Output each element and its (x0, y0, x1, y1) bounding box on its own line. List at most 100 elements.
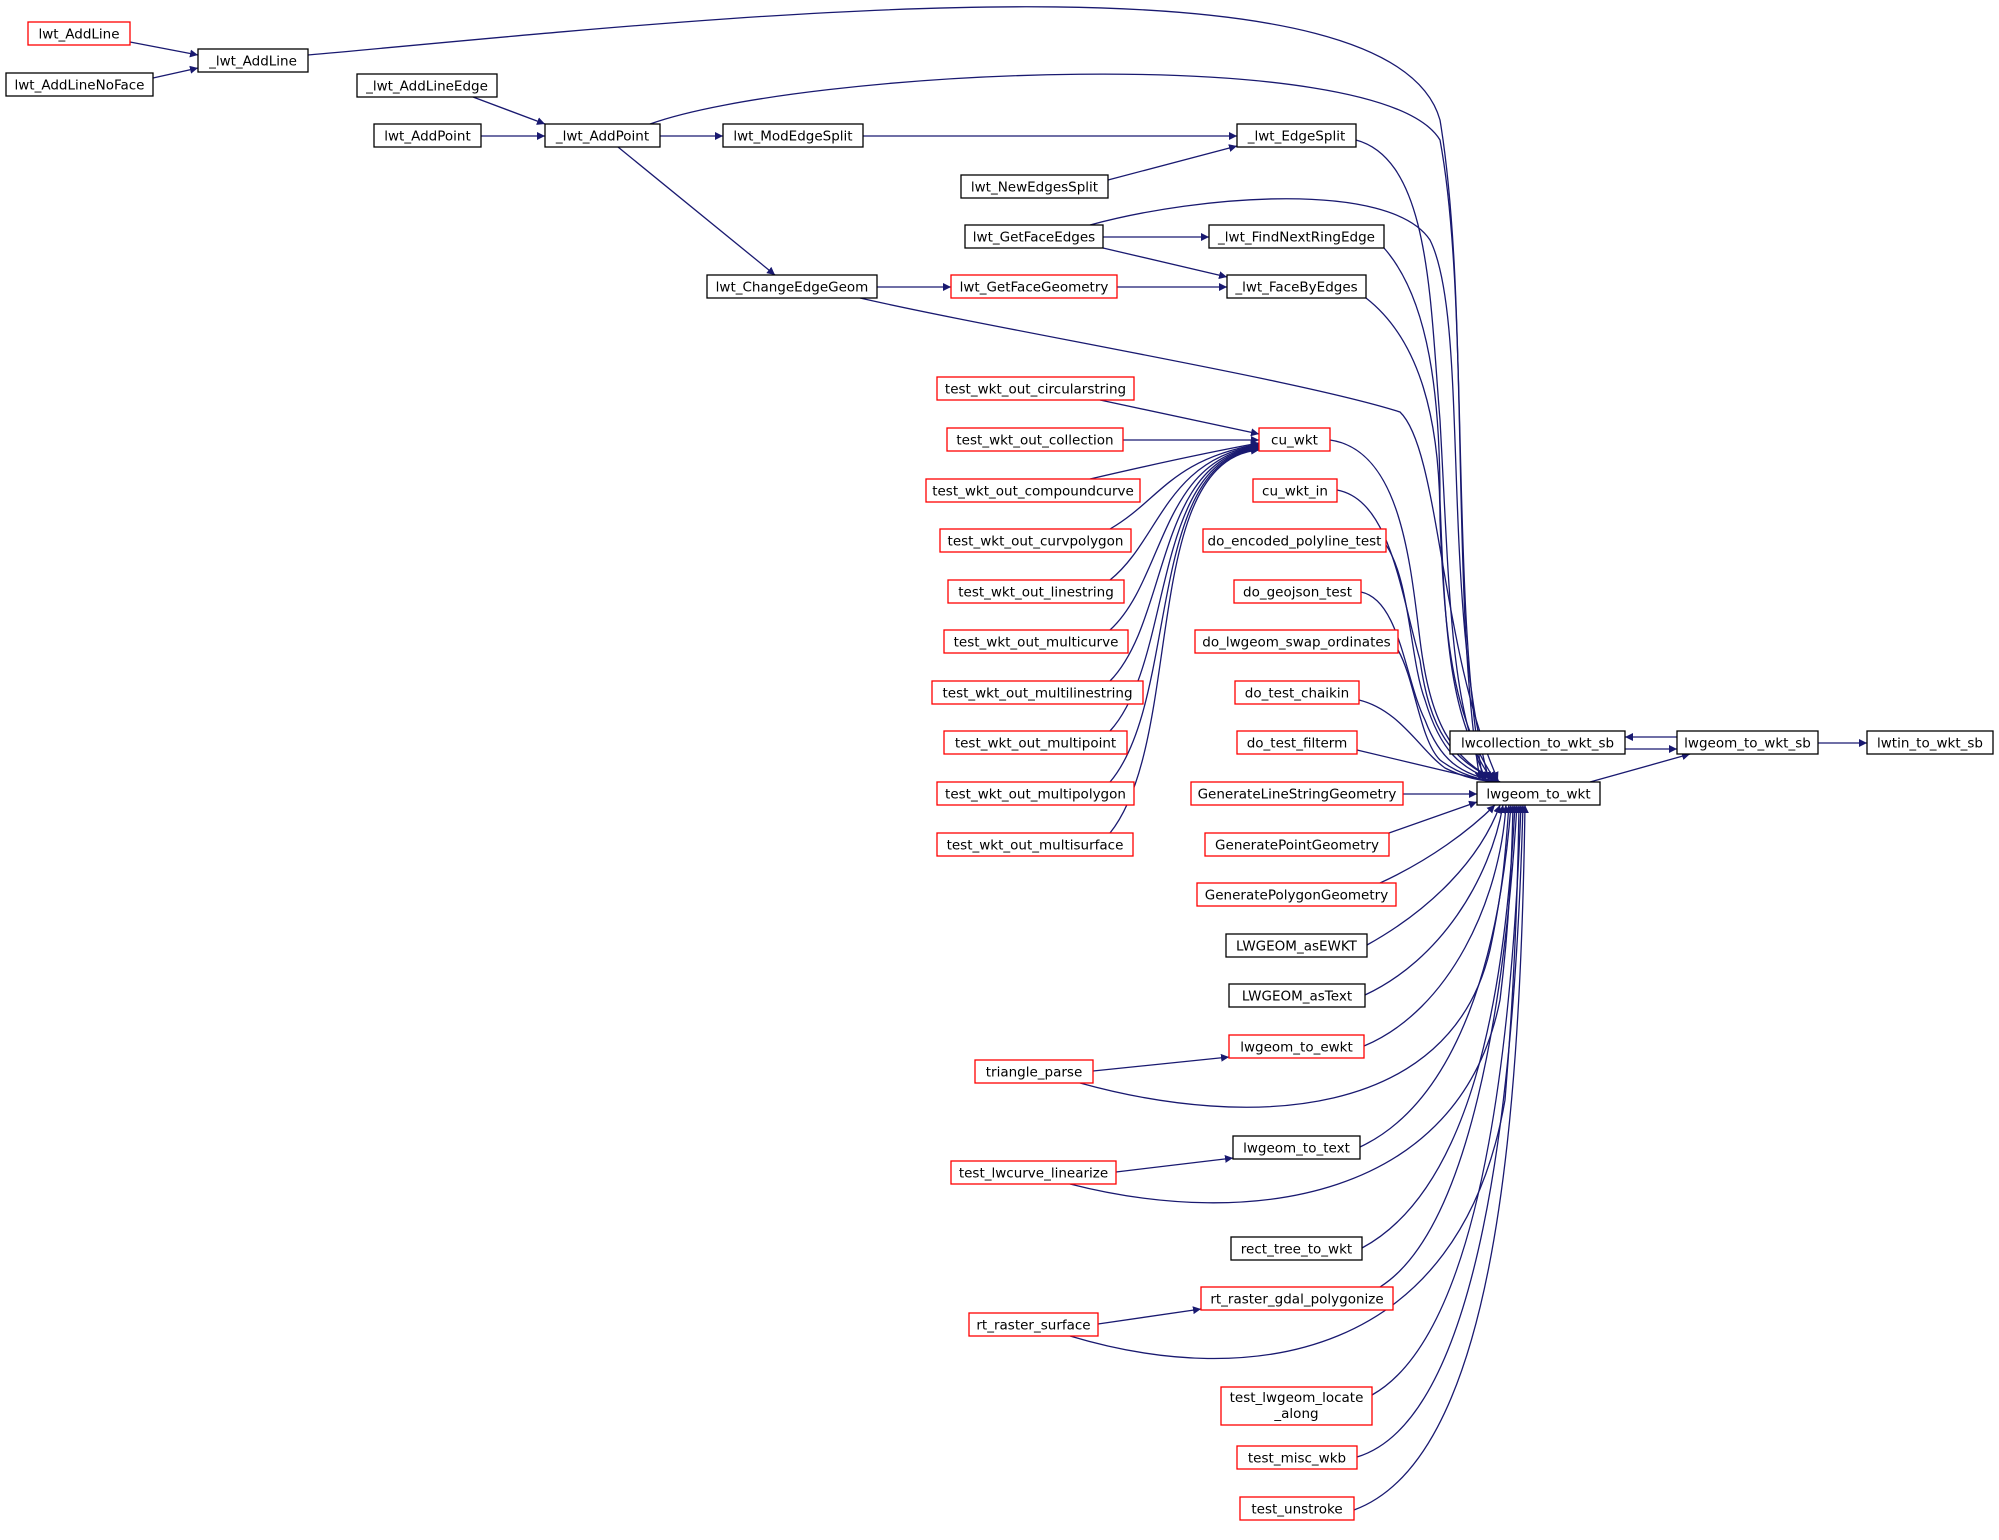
node-GenerateLineStringGeometry[interactable]: GenerateLineStringGeometry (1190, 781, 1404, 806)
node-box-lwtin_to_wkt_sb[interactable] (1866, 730, 1994, 755)
node-do_geojson_test[interactable]: do_geojson_test (1233, 579, 1362, 604)
node-_lwt_FindNextRingEdge[interactable]: _lwt_FindNextRingEdge (1208, 224, 1385, 249)
node-box-lwt_NewEdgesSplit[interactable] (960, 174, 1109, 199)
node-box-test_wkt_out_collection[interactable] (946, 427, 1124, 452)
node-box-cu_wkt[interactable] (1258, 427, 1331, 452)
node-box-test_wkt_out_curvpolygon[interactable] (939, 528, 1132, 553)
node-box-_lwt_FaceByEdges[interactable] (1226, 274, 1367, 299)
node-do_test_chaikin[interactable]: do_test_chaikin (1234, 680, 1360, 705)
node-_lwt_AddLineEdge[interactable]: _lwt_AddLineEdge (356, 73, 498, 98)
node-lwtin_to_wkt_sb[interactable]: lwtin_to_wkt_sb (1866, 730, 1994, 755)
node-lwt_AddLineNoFace[interactable]: lwt_AddLineNoFace (5, 72, 154, 97)
node-do_test_filterm[interactable]: do_test_filterm (1236, 730, 1358, 755)
node-box-do_test_chaikin[interactable] (1234, 680, 1360, 705)
node-box-lwgeom_to_ewkt[interactable] (1228, 1034, 1365, 1059)
node-lwgeom_to_wkt[interactable]: lwgeom_to_wkt (1476, 781, 1601, 806)
node-_lwt_FaceByEdges[interactable]: _lwt_FaceByEdges (1226, 274, 1367, 299)
node-test_wkt_out_collection[interactable]: test_wkt_out_collection (946, 427, 1124, 452)
node-box-test_wkt_out_multicurve[interactable] (943, 629, 1129, 654)
node-box-lwgeom_to_text[interactable] (1232, 1135, 1361, 1160)
node-box-do_lwgeom_swap_ordinates[interactable] (1194, 629, 1399, 654)
node-box-triangle_parse[interactable] (974, 1059, 1094, 1084)
node-box-lwt_AddLineNoFace[interactable] (5, 72, 154, 97)
node-test_wkt_out_multisurface[interactable]: test_wkt_out_multisurface (936, 832, 1134, 857)
node-rt_raster_surface[interactable]: rt_raster_surface (968, 1312, 1099, 1337)
node-lwt_NewEdgesSplit[interactable]: lwt_NewEdgesSplit (960, 174, 1109, 199)
node-box-test_wkt_out_multilinestring[interactable] (931, 680, 1144, 705)
node-rt_raster_gdal_polygonize[interactable]: rt_raster_gdal_polygonize (1200, 1286, 1394, 1311)
node-box-GenerateLineStringGeometry[interactable] (1190, 781, 1404, 806)
node-box-test_lwgeom_locate_along[interactable] (1220, 1386, 1373, 1426)
node-box-do_encoded_polyline_test[interactable] (1202, 528, 1387, 553)
node-box-test_wkt_out_linestring[interactable] (947, 579, 1125, 604)
node-lwt_ChangeEdgeGeom[interactable]: lwt_ChangeEdgeGeom (706, 274, 878, 299)
node-box-_lwt_AddLineEdge[interactable] (356, 73, 498, 98)
node-box-lwt_GetFaceGeometry[interactable] (950, 274, 1118, 299)
node-box-LWGEOM_asEWKT[interactable] (1225, 933, 1368, 958)
node-box-test_wkt_out_multipoint[interactable] (943, 730, 1128, 755)
node-box-do_test_filterm[interactable] (1236, 730, 1358, 755)
node-test_wkt_out_curvpolygon[interactable]: test_wkt_out_curvpolygon (939, 528, 1132, 553)
node-test_wkt_out_multicurve[interactable]: test_wkt_out_multicurve (943, 629, 1129, 654)
node-lwgeom_to_ewkt[interactable]: lwgeom_to_ewkt (1228, 1034, 1365, 1059)
node-_lwt_EdgeSplit[interactable]: _lwt_EdgeSplit (1236, 123, 1357, 148)
node-lwt_AddLine[interactable]: lwt_AddLine (27, 21, 131, 46)
node-box-test_unstroke[interactable] (1239, 1496, 1355, 1521)
node-triangle_parse[interactable]: triangle_parse (974, 1059, 1094, 1084)
node-test_lwgeom_locate_along[interactable]: test_lwgeom_locate_along (1220, 1386, 1373, 1426)
node-box-GeneratePointGeometry[interactable] (1204, 832, 1390, 857)
node-lwcollection_to_wkt_sb[interactable]: lwcollection_to_wkt_sb (1449, 730, 1626, 755)
node-box-LWGEOM_asText[interactable] (1228, 983, 1366, 1008)
node-box-GeneratePolygonGeometry[interactable] (1196, 882, 1397, 907)
node-test_wkt_out_multipolygon[interactable]: test_wkt_out_multipolygon (936, 781, 1135, 806)
node-box-test_wkt_out_multisurface[interactable] (936, 832, 1134, 857)
node-test_wkt_out_linestring[interactable]: test_wkt_out_linestring (947, 579, 1125, 604)
node-box-cu_wkt_in[interactable] (1252, 478, 1338, 503)
node-box-lwcollection_to_wkt_sb[interactable] (1449, 730, 1626, 755)
node-box-lwt_AddPoint[interactable] (373, 123, 482, 148)
node-test_wkt_out_compoundcurve[interactable]: test_wkt_out_compoundcurve (925, 478, 1141, 503)
node-box-rt_raster_surface[interactable] (968, 1312, 1099, 1337)
node-lwt_ModEdgeSplit[interactable]: lwt_ModEdgeSplit (722, 123, 864, 148)
node-box-test_wkt_out_circularstring[interactable] (936, 376, 1135, 401)
node-rect_tree_to_wkt[interactable]: rect_tree_to_wkt (1230, 1236, 1363, 1261)
node-box-test_wkt_out_multipolygon[interactable] (936, 781, 1135, 806)
node-cu_wkt[interactable]: cu_wkt (1258, 427, 1331, 452)
node-box-lwgeom_to_wkt[interactable] (1476, 781, 1601, 806)
node-box-test_lwcurve_linearize[interactable] (950, 1160, 1117, 1185)
node-box-rt_raster_gdal_polygonize[interactable] (1200, 1286, 1394, 1311)
node-box-_lwt_AddLine[interactable] (197, 48, 309, 73)
node-test_wkt_out_multipoint[interactable]: test_wkt_out_multipoint (943, 730, 1128, 755)
node-LWGEOM_asEWKT[interactable]: LWGEOM_asEWKT (1225, 933, 1368, 958)
node-GeneratePolygonGeometry[interactable]: GeneratePolygonGeometry (1196, 882, 1397, 907)
node-lwt_AddPoint[interactable]: lwt_AddPoint (373, 123, 482, 148)
node-test_lwcurve_linearize[interactable]: test_lwcurve_linearize (950, 1160, 1117, 1185)
node-box-rect_tree_to_wkt[interactable] (1230, 1236, 1363, 1261)
node-do_encoded_polyline_test[interactable]: do_encoded_polyline_test (1202, 528, 1387, 553)
node-box-_lwt_EdgeSplit[interactable] (1236, 123, 1357, 148)
node-box-lwgeom_to_wkt_sb[interactable] (1676, 730, 1819, 755)
node-LWGEOM_asText[interactable]: LWGEOM_asText (1228, 983, 1366, 1008)
node-box-lwt_GetFaceEdges[interactable] (964, 224, 1104, 249)
node-_lwt_AddLine[interactable]: _lwt_AddLine (197, 48, 309, 73)
node-test_unstroke[interactable]: test_unstroke (1239, 1496, 1355, 1521)
node-_lwt_AddPoint[interactable]: _lwt_AddPoint (544, 123, 661, 148)
node-box-_lwt_FindNextRingEdge[interactable] (1208, 224, 1385, 249)
node-box-_lwt_AddPoint[interactable] (544, 123, 661, 148)
node-do_lwgeom_swap_ordinates[interactable]: do_lwgeom_swap_ordinates (1194, 629, 1399, 654)
node-box-test_misc_wkb[interactable] (1236, 1445, 1358, 1470)
node-lwgeom_to_text[interactable]: lwgeom_to_text (1232, 1135, 1361, 1160)
node-box-lwt_AddLine[interactable] (27, 21, 131, 46)
node-box-lwt_ChangeEdgeGeom[interactable] (706, 274, 878, 299)
node-lwt_GetFaceGeometry[interactable]: lwt_GetFaceGeometry (950, 274, 1118, 299)
node-box-lwt_ModEdgeSplit[interactable] (722, 123, 864, 148)
node-lwt_GetFaceEdges[interactable]: lwt_GetFaceEdges (964, 224, 1104, 249)
node-cu_wkt_in[interactable]: cu_wkt_in (1252, 478, 1338, 503)
node-GeneratePointGeometry[interactable]: GeneratePointGeometry (1204, 832, 1390, 857)
node-lwgeom_to_wkt_sb[interactable]: lwgeom_to_wkt_sb (1676, 730, 1819, 755)
node-test_wkt_out_circularstring[interactable]: test_wkt_out_circularstring (936, 376, 1135, 401)
node-box-test_wkt_out_compoundcurve[interactable] (925, 478, 1141, 503)
node-box-do_geojson_test[interactable] (1233, 579, 1362, 604)
node-test_wkt_out_multilinestring[interactable]: test_wkt_out_multilinestring (931, 680, 1144, 705)
node-test_misc_wkb[interactable]: test_misc_wkb (1236, 1445, 1358, 1470)
